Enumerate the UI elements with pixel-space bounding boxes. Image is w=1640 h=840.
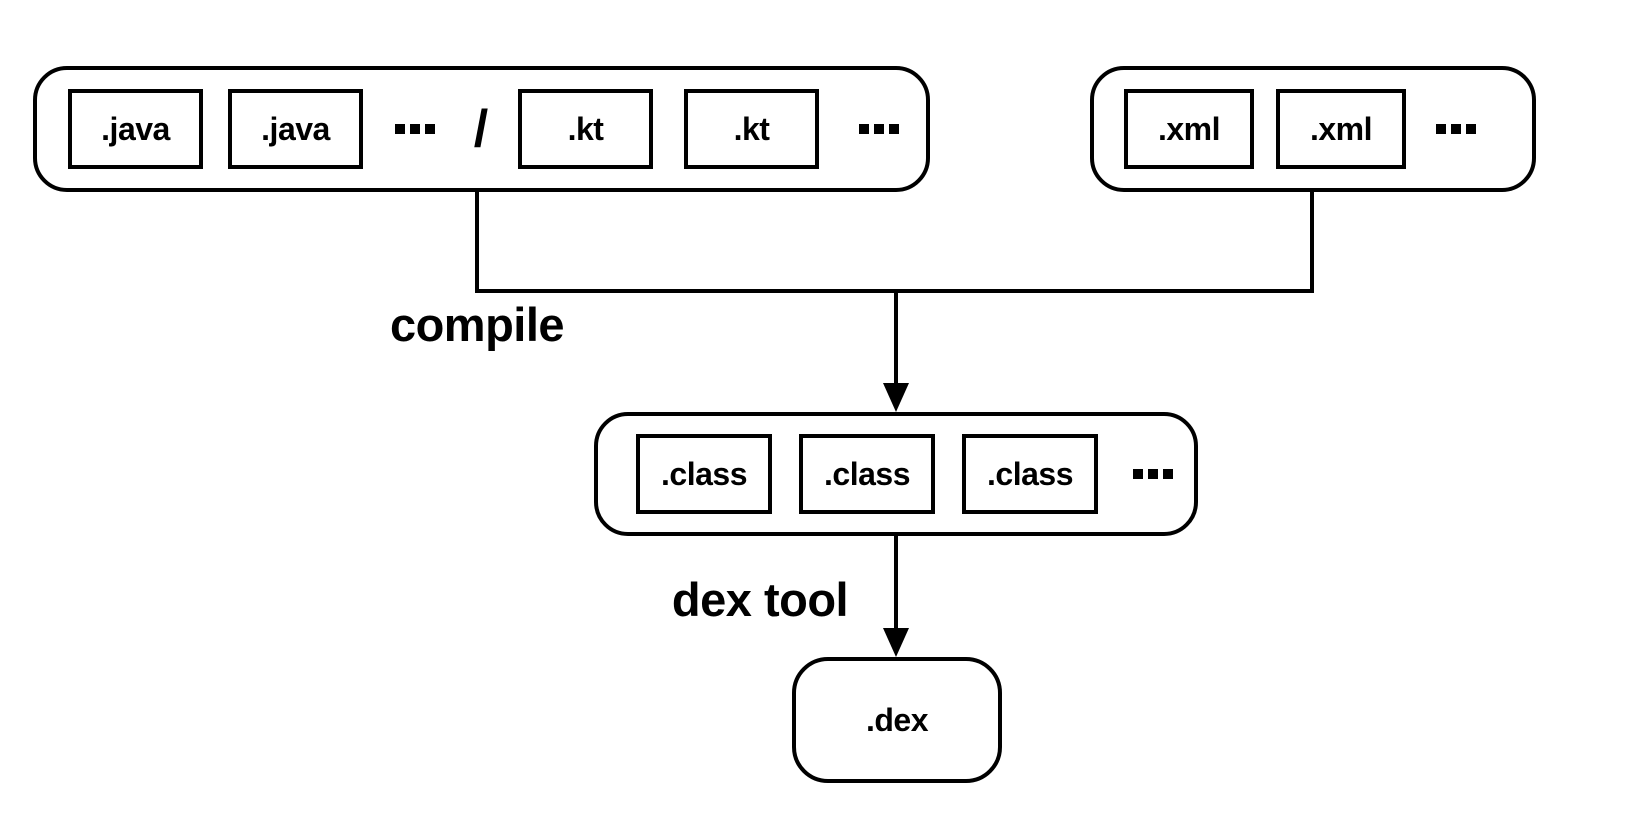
class-file-node: .class: [962, 434, 1098, 514]
java-file-label: .java: [101, 110, 170, 147]
xml-file-label: .xml: [1309, 110, 1373, 147]
dex-tool-label: dex tool: [671, 573, 849, 626]
source-files-group: .java .java / .kt .kt: [33, 66, 930, 192]
compile-label: compile: [389, 298, 565, 351]
class-file-label: .class: [824, 455, 910, 492]
xml-file-node: .xml: [1124, 89, 1254, 169]
compile-arrow-shaft: [894, 291, 898, 384]
class-file-node: .class: [799, 434, 935, 514]
kotlin-file-node: .kt: [518, 89, 653, 169]
kotlin-file-node: .kt: [684, 89, 819, 169]
java-file-node: .java: [68, 89, 203, 169]
connector-line-from-sources: [475, 190, 479, 291]
ellipsis-icon: [859, 124, 899, 134]
class-file-node: .class: [636, 434, 772, 514]
dex-tool-arrow-shaft: [894, 534, 898, 629]
ellipsis-icon: [1436, 124, 1476, 134]
class-files-group: .class .class .class: [594, 412, 1198, 536]
java-file-label: .java: [261, 110, 330, 147]
class-file-label: .class: [661, 455, 747, 492]
kotlin-file-label: .kt: [733, 110, 770, 147]
java-file-node: .java: [228, 89, 363, 169]
dex-node: .dex: [792, 657, 1002, 783]
ellipsis-icon: [1133, 469, 1173, 479]
slash-separator: /: [473, 100, 489, 158]
kotlin-file-label: .kt: [567, 110, 604, 147]
dex-node-label: .dex: [865, 701, 929, 738]
xml-resources-group: .xml .xml: [1090, 66, 1536, 192]
dex-tool-arrowhead-icon: [883, 628, 909, 657]
compile-arrowhead-icon: [883, 383, 909, 412]
ellipsis-icon: [395, 124, 435, 134]
connector-line-from-resources: [1310, 190, 1314, 291]
class-file-label: .class: [987, 455, 1073, 492]
xml-file-node: .xml: [1276, 89, 1406, 169]
xml-file-label: .xml: [1157, 110, 1221, 147]
